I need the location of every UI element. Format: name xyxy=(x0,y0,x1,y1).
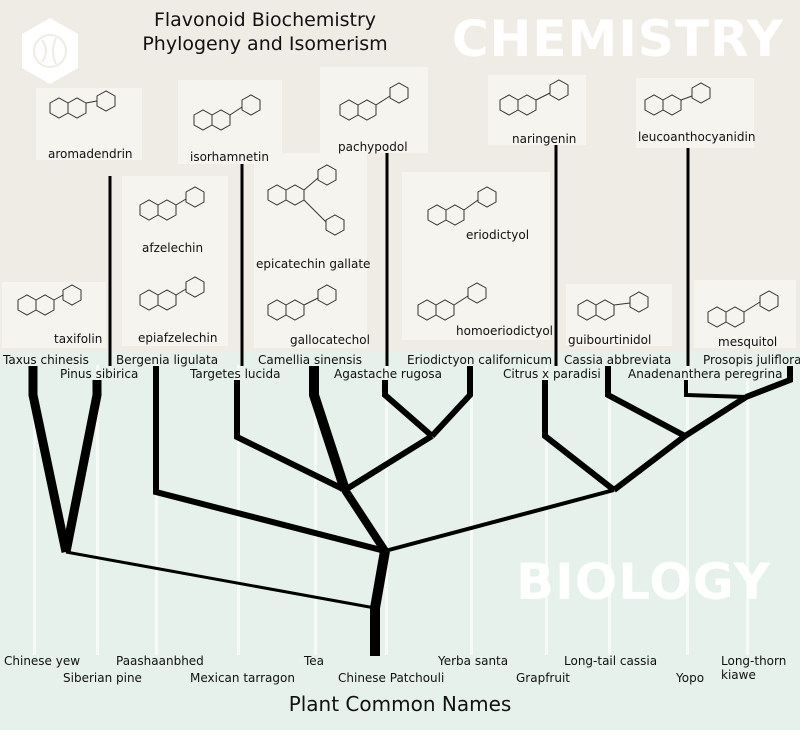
species-prosopis: Prosopis juliflora xyxy=(703,353,800,367)
species-tagetes: Targetes lucida xyxy=(190,367,281,381)
compound-aromadendrin: aromadendrin xyxy=(48,147,133,161)
compound-card-guibourtinidol xyxy=(566,284,672,346)
hexagon-logo-icon xyxy=(22,18,78,84)
compound-leucoanthocyanidin: leucoanthocyanidin xyxy=(638,130,756,144)
common-name-paashaan: Paashaanbhed xyxy=(116,654,204,668)
compound-mesquitol: mesquitol xyxy=(718,335,778,349)
common-name-grapfruit: Grapfruit xyxy=(516,671,571,685)
common-name-tarragon: Mexican tarragon xyxy=(190,671,295,685)
common-name-kiawe-line2: kiawe xyxy=(721,668,756,682)
compound-card-mesquitol xyxy=(694,280,796,348)
guide-line xyxy=(237,365,240,655)
compound-isorhamnetin: isorhamnetin xyxy=(190,150,269,164)
species-cassia: Cassia abbreviata xyxy=(564,353,672,367)
common-name-cassia: Long-tail cassia xyxy=(564,654,658,668)
species-agastache: Agastache rugosa xyxy=(334,367,442,381)
species-citrus: Citrus x paradisi xyxy=(503,367,601,381)
species-anadenanthera: Anadenanthera peregrina xyxy=(628,367,783,381)
compound-card-catechin-group xyxy=(254,153,367,348)
axis-title: Plant Common Names xyxy=(288,692,512,716)
compound-card-eriodictyol-group xyxy=(402,172,550,340)
common-name-yopo: Yopo xyxy=(676,671,705,685)
molecule-structures xyxy=(17,79,779,328)
species-pinus: Pinus sibirica xyxy=(60,367,139,381)
guide-line xyxy=(470,365,473,655)
guide-line xyxy=(96,365,99,655)
species-eriodictyon: Eriodictyon californicum xyxy=(407,353,553,367)
compound-eriodictyol: eriodictyol xyxy=(466,228,530,242)
guide-line xyxy=(314,365,317,655)
biology-label: BIOLOGY xyxy=(516,553,771,611)
guide-line xyxy=(155,365,158,655)
compound-taxifolin: taxifolin xyxy=(54,332,103,346)
title-line-1: Flavonoid Biochemistry xyxy=(153,9,377,31)
compound-card-pachypodol xyxy=(320,67,428,153)
compound-naringenin: naringenin xyxy=(512,132,577,146)
compound-gallocatechol: gallocatechol xyxy=(290,333,370,347)
species-camellia: Camellia sinensis xyxy=(258,353,362,367)
species-taxus: Taxus chinesis xyxy=(3,353,89,367)
common-name-yerba: Yerba santa xyxy=(438,654,509,668)
common-name-patchouli: Chinese Patchouli xyxy=(338,671,445,685)
species-bergenia: Bergenia ligulata xyxy=(116,353,219,367)
common-name-yew: Chinese yew xyxy=(4,654,81,668)
common-name-pine: Siberian pine xyxy=(63,671,142,685)
compound-epicatechin-gallate: epicatechin gallate xyxy=(256,257,371,271)
compound-card-taxifolin xyxy=(2,282,106,348)
compound-afzelechin: afzelechin xyxy=(142,241,204,255)
compound-card-naringenin xyxy=(488,75,586,145)
page-title: Flavonoid Biochemistry Phylogeny and Iso… xyxy=(100,8,430,56)
compound-guibourtinidol: guibourtinidol xyxy=(568,333,652,347)
compound-homoeriodictyol: homoeriodictyol xyxy=(456,324,554,338)
title-line-2: Phylogeny and Isomerism xyxy=(142,33,388,55)
compound-epiafzelechin: epiafzelechin xyxy=(138,331,218,345)
compound-card-leucoanthocyanidin xyxy=(636,78,754,148)
common-name-kiawe-line1: Long-thorn xyxy=(721,654,787,668)
guide-line xyxy=(686,365,689,655)
guide-line xyxy=(385,365,388,655)
compound-pachypodol: pachypodol xyxy=(338,140,408,154)
compound-card-aromadendrin xyxy=(36,88,142,160)
chemistry-label: CHEMISTRY xyxy=(451,10,784,68)
guide-line xyxy=(33,365,36,655)
common-name-tea: Tea xyxy=(304,654,325,668)
guide-line xyxy=(746,365,749,655)
biology-section-background xyxy=(0,352,800,730)
guide-line xyxy=(608,365,611,655)
